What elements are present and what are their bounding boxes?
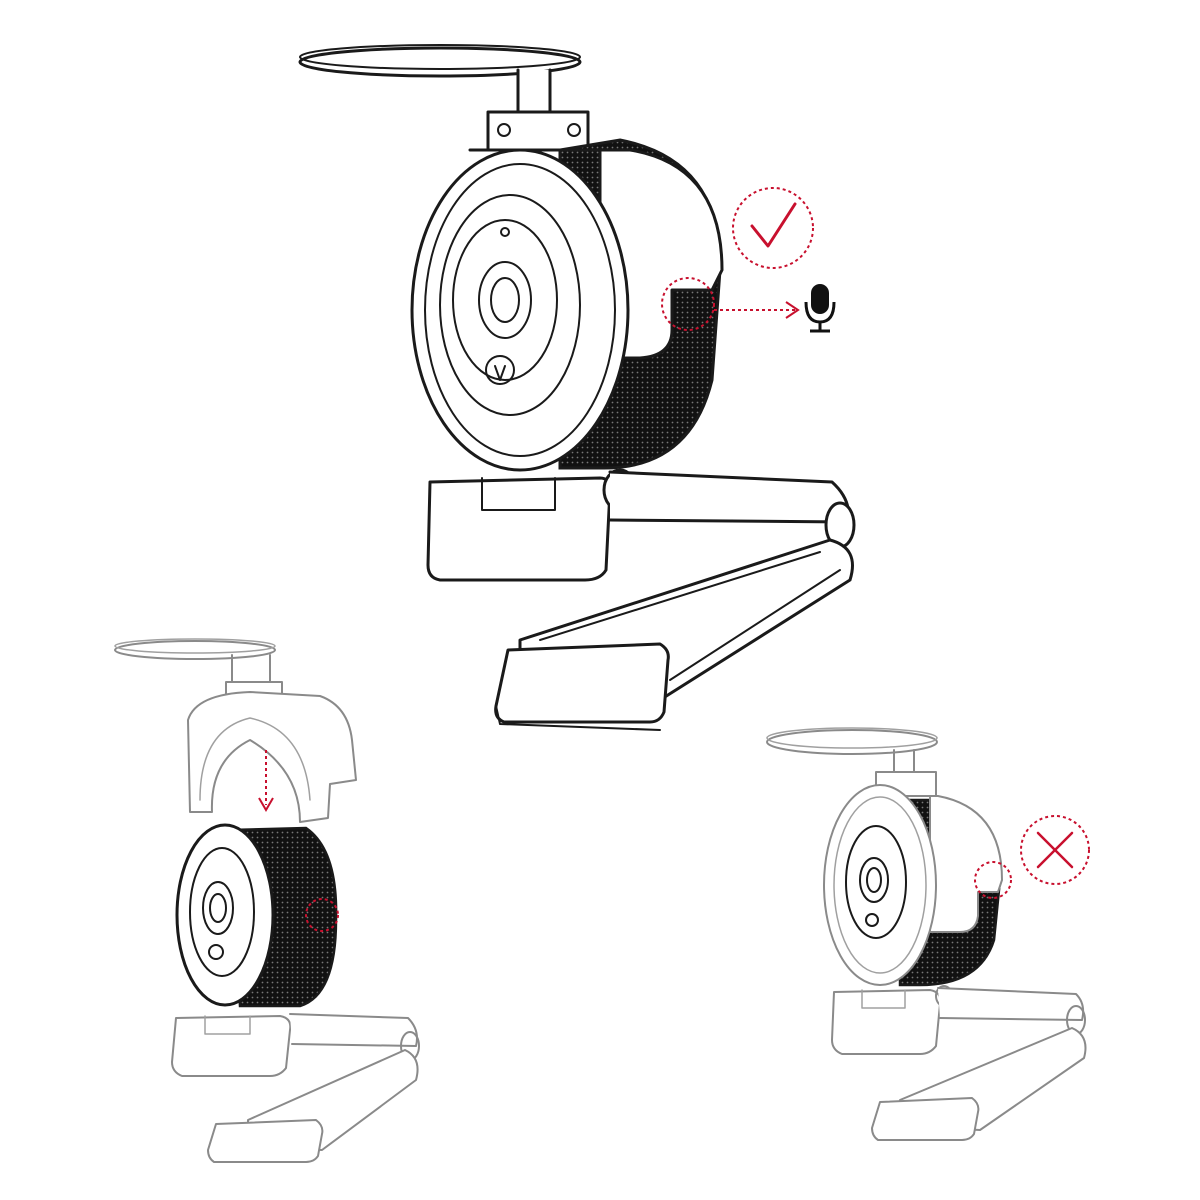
microphone-icon xyxy=(804,284,836,333)
webcam-incorrect xyxy=(766,727,1087,1141)
privacy-cover-detached xyxy=(187,691,357,823)
cross-marker xyxy=(1020,815,1090,885)
microphone-callout xyxy=(661,277,836,333)
camera-lens xyxy=(202,881,234,935)
privacy-cover-shell xyxy=(468,148,724,360)
camera-face xyxy=(410,148,630,472)
cross-icon xyxy=(1036,831,1074,869)
webcam-install-step xyxy=(114,638,420,1163)
check-marker xyxy=(732,187,814,269)
webcam-main xyxy=(298,44,856,731)
mount-clip xyxy=(426,468,856,731)
check-icon xyxy=(750,202,797,248)
camera-lens xyxy=(859,857,889,903)
install-arrow xyxy=(258,750,274,812)
camera-lens xyxy=(478,261,532,339)
indicator-light xyxy=(485,355,515,385)
privacy-cover-disc xyxy=(298,44,582,78)
cover-hinge xyxy=(486,68,590,152)
